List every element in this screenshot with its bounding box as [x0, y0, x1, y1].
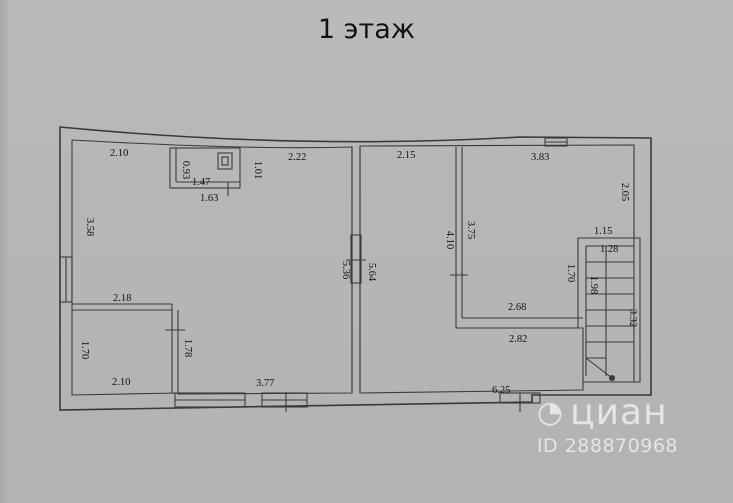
- partitions: [72, 146, 583, 393]
- dim-label: 1.78: [182, 339, 193, 357]
- dim-label: 2.15: [397, 150, 415, 161]
- dim-label: 1.98: [588, 276, 599, 294]
- left-room-inner: [71, 139, 353, 396]
- dim-label: 0.93: [180, 161, 191, 179]
- dim-label: 1.63: [200, 193, 218, 204]
- dim-label: 3.58: [84, 218, 95, 236]
- dimension-labels: 2.10 0.93 1.47 1.63 1.01 2.22 2.15 3.83 …: [79, 148, 638, 396]
- dim-label: 2.82: [509, 334, 527, 345]
- dim-label: 2.05: [619, 183, 630, 201]
- dim-label: 1.70: [79, 341, 90, 359]
- outer-walls: [59, 126, 652, 411]
- dim-label: 2.10: [110, 148, 128, 159]
- dim-label: 2.10: [112, 377, 130, 388]
- bathroom-outline: [169, 147, 241, 189]
- outer-wall-outer: [59, 126, 652, 411]
- stair-outline: [577, 237, 641, 383]
- sheet-edge: [0, 0, 8, 503]
- right-room-inner: [359, 144, 635, 394]
- stair-start-dot: [609, 375, 615, 381]
- dim-label: 5.36: [340, 261, 351, 279]
- page-title: 1 этаж: [317, 14, 416, 45]
- dim-label: 2.68: [508, 302, 526, 313]
- door-center: [350, 234, 362, 284]
- dim-label: 1.28: [600, 244, 618, 255]
- dim-label: 3.75: [465, 221, 476, 239]
- dim-label: 6.25: [492, 385, 510, 396]
- dim-label: 1.47: [192, 177, 210, 188]
- dim-label: 1.01: [252, 161, 263, 179]
- dim-label: 5.64: [366, 263, 377, 282]
- dim-label: 3.77: [256, 378, 274, 389]
- dim-label: 2.22: [288, 152, 306, 163]
- dim-label: 4.10: [444, 231, 455, 249]
- stairs: [577, 237, 641, 383]
- fixture-icon: [217, 152, 233, 170]
- dim-label: 3.32: [627, 309, 638, 327]
- dim-label: 2.18: [113, 293, 131, 304]
- dim-label: 1.70: [565, 264, 576, 282]
- bathroom-block: [169, 147, 241, 196]
- dim-label: 3.83: [531, 152, 549, 163]
- dim-label: 1.15: [594, 226, 612, 237]
- door-markers: [165, 259, 521, 412]
- windows: [59, 137, 568, 408]
